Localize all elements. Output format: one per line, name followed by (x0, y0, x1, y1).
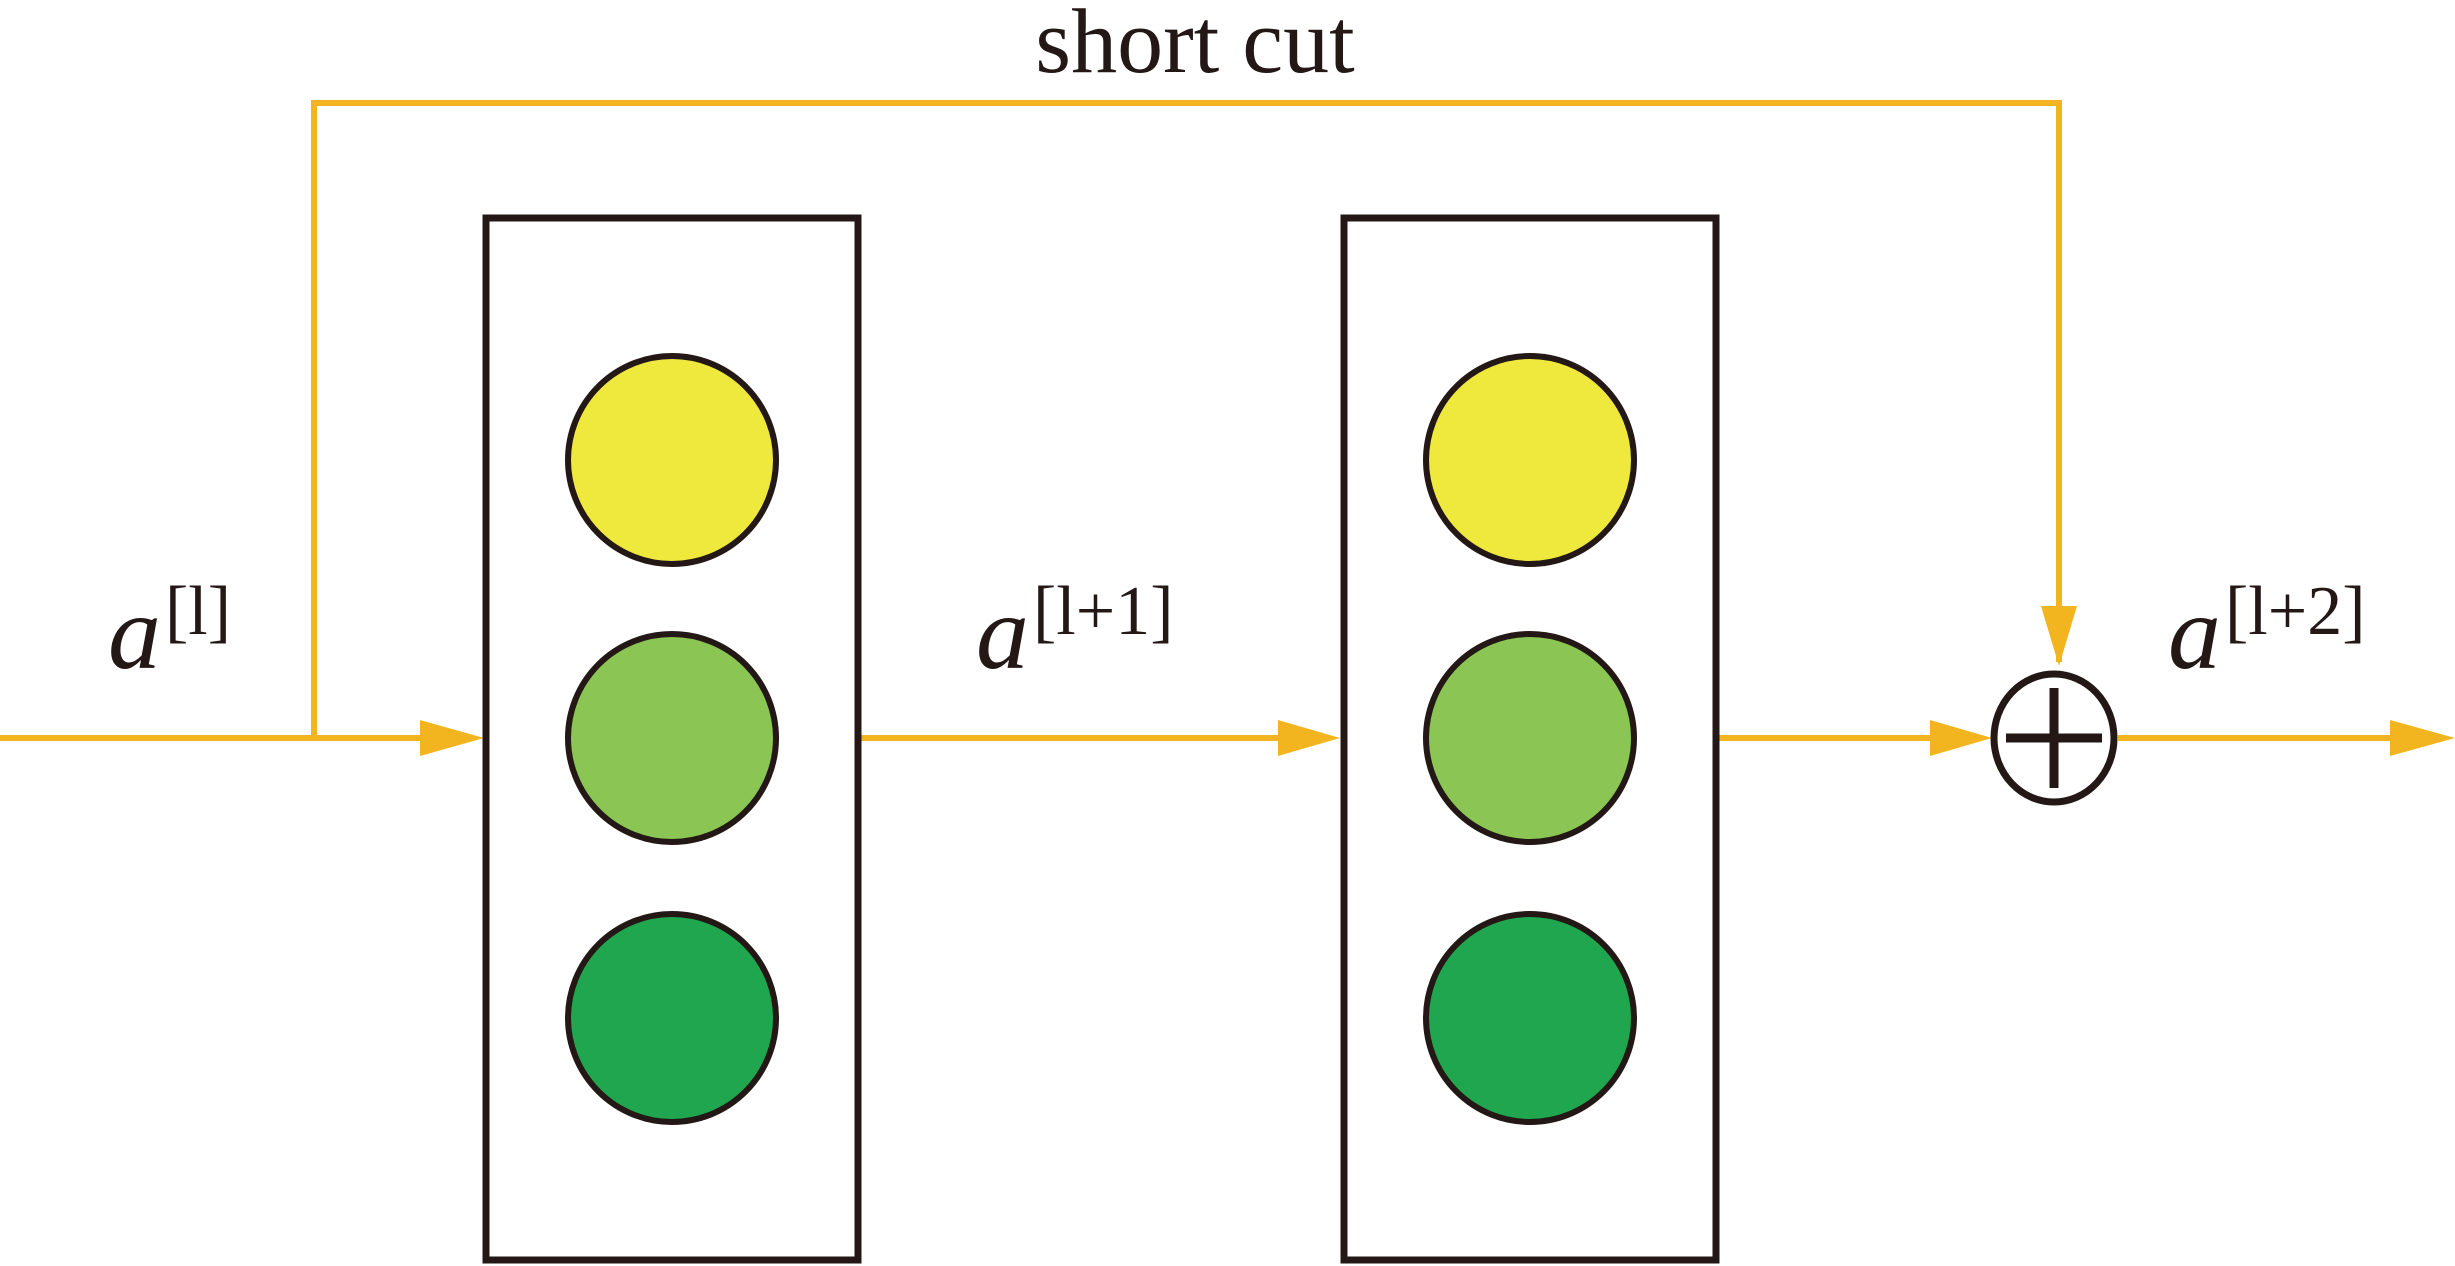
activation-label-input-sup: [l] (165, 573, 231, 650)
activation-label-middle-sup: [l+1] (1033, 573, 1174, 650)
layer-2-node-green (1423, 911, 1637, 1125)
layer-1-node-yellow (565, 353, 779, 567)
layer-2-node-lightgreen (1423, 631, 1637, 845)
layer-1-node-lightgreen (565, 631, 779, 845)
shortcut-arrowhead (2041, 606, 2077, 666)
activation-label-input-base: a (108, 574, 161, 691)
activation-label-output: a[l+2] (2168, 573, 2366, 691)
layer-1-node-green (565, 911, 779, 1125)
activation-label-middle-base: a (976, 574, 1029, 691)
middle-arrowhead (1278, 720, 1340, 756)
shortcut-path (311, 100, 2062, 738)
activation-label-middle: a[l+1] (976, 573, 1174, 691)
input-arrowhead (420, 720, 484, 756)
output-arrowhead (2390, 720, 2455, 756)
activation-label-output-base: a (2168, 574, 2221, 691)
layer-2-node-yellow (1423, 353, 1637, 567)
to-sum-arrowhead (1930, 720, 1992, 756)
shortcut-title: short cut (1035, 0, 1355, 92)
activation-label-output-sup: [l+2] (2225, 573, 2366, 650)
activation-label-input: a[l] (108, 573, 231, 691)
sum-operator (1990, 670, 2118, 806)
